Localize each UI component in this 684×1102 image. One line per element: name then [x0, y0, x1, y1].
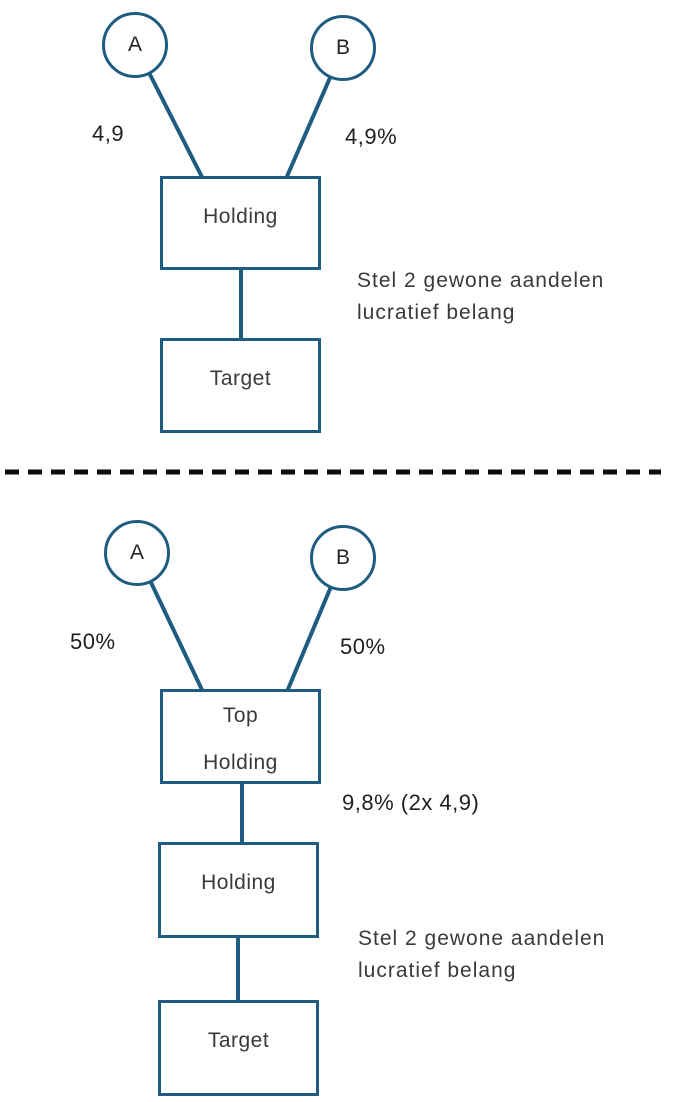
bottom-annotation-line1: Stel 2 gewone aandelen	[358, 927, 606, 950]
top-holding-box-label: Holding	[203, 205, 278, 228]
bottom-holding-box: Holding	[158, 842, 319, 938]
bottom-holding-box-label: Holding	[201, 871, 276, 894]
top-holding-company-box: Top Holding	[160, 689, 321, 784]
top-stake-b-label: 4,9%	[345, 124, 398, 149]
intermediate-stake-label: 9,8% (2x 4,9)	[342, 790, 480, 815]
bottom-shareholder-a-label: A	[129, 541, 144, 564]
top-holding-box: Holding	[160, 176, 321, 270]
top-shareholder-b-circle: B	[310, 15, 376, 81]
bottom-annotation-line2: lucratief belang	[358, 959, 517, 982]
top-target-box-label: Target	[209, 367, 272, 390]
top-target-box: Target	[160, 338, 321, 433]
bottom-stake-a-label: 50%	[70, 629, 116, 654]
bottom-shareholder-b-label: B	[335, 546, 350, 569]
top-shareholder-b-label: B	[335, 36, 350, 59]
top-holding-company-label-line2: Holding	[203, 751, 278, 774]
top-annotation-line1: Stel 2 gewone aandelen	[357, 269, 605, 292]
bottom-target-box: Target	[158, 1000, 319, 1096]
bottom-stake-b-label: 50%	[340, 634, 386, 659]
top-annotation: Stel 2 gewone aandelen lucratief belang	[357, 265, 604, 329]
bottom-shareholder-b-circle: B	[310, 525, 376, 591]
top-holding-company-label-line1: Top	[222, 704, 259, 727]
bottom-annotation: Stel 2 gewone aandelen lucratief belang	[358, 923, 605, 987]
top-stake-a-label: 4,9	[92, 121, 125, 146]
top-shareholder-a-circle: A	[102, 12, 168, 78]
top-annotation-line2: lucratief belang	[357, 301, 516, 324]
bottom-shareholder-a-circle: A	[104, 520, 170, 586]
top-shareholder-a-label: A	[127, 33, 142, 56]
bottom-target-box-label: Target	[207, 1029, 270, 1052]
